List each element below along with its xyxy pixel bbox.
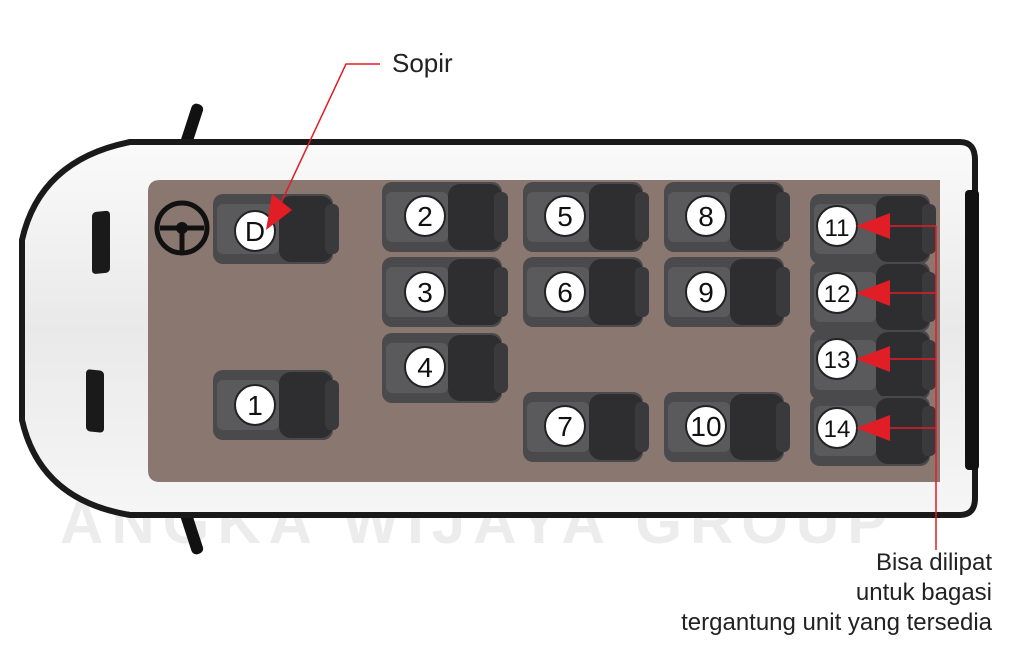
seat-label-driver: D	[245, 216, 265, 247]
seat-label-2: 2	[417, 201, 433, 232]
headlight-upper	[92, 210, 110, 274]
seat-5[interactable]	[523, 182, 649, 252]
arrow-seat-13-icon	[856, 346, 890, 372]
headlight-lower	[86, 369, 104, 433]
driver-label: Sopir	[392, 48, 453, 78]
seat-label-8: 8	[698, 201, 714, 232]
driver-arrow-icon	[266, 194, 292, 230]
seat-label-10: 10	[690, 411, 721, 442]
seat-label-7: 7	[557, 411, 573, 442]
seat-label-1: 1	[247, 390, 263, 421]
seat-label-13: 13	[824, 347, 851, 374]
seat-label-3: 3	[417, 277, 433, 308]
seat-8[interactable]	[664, 182, 790, 252]
steering-wheel-icon	[154, 200, 210, 256]
seat-label-14: 14	[824, 416, 851, 443]
seat-label-9: 9	[698, 277, 714, 308]
arrow-seat-11-icon	[856, 213, 890, 239]
seat-10[interactable]	[664, 392, 790, 462]
note-line-3: tergantung unit yang tersedia	[681, 609, 992, 636]
seat-label-6: 6	[557, 277, 573, 308]
seat-label-11: 11	[825, 215, 850, 242]
arrow-seat-14-icon	[856, 415, 890, 441]
seat-label-4: 4	[417, 352, 433, 383]
rear-bumper	[965, 190, 979, 470]
note-line-1: Bisa dilipat	[875, 549, 992, 576]
seat-7[interactable]	[523, 392, 649, 462]
foldable-bracket	[890, 225, 937, 550]
note-line-2: untuk bagasi	[855, 579, 992, 606]
arrow-seat-12-icon	[856, 280, 890, 306]
foldable-note: Bisa dilipat untuk bagasi tergantung uni…	[681, 548, 992, 638]
seat-label-5: 5	[557, 201, 573, 232]
driver-leader-line	[279, 63, 380, 206]
seat-label-12: 12	[824, 281, 851, 308]
